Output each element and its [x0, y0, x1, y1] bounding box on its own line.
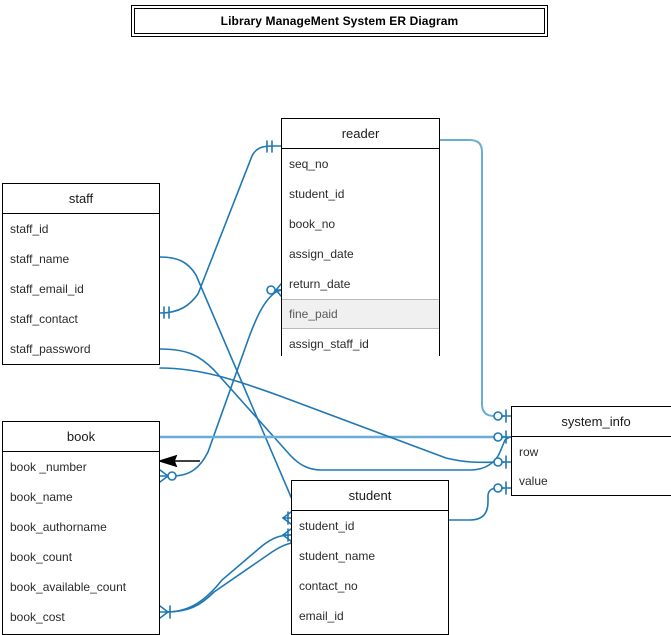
attribute-row[interactable]: book _number [3, 452, 159, 482]
entity-student-title: student [292, 481, 448, 511]
attribute-row[interactable]: book_authorname [3, 512, 159, 542]
entity-reader-attributes: seq_no student_id book_no assign_date re… [282, 149, 439, 359]
attribute-row[interactable]: book_no [282, 209, 439, 239]
entity-staff-attributes: staff_id staff_name staff_email_id staff… [3, 214, 159, 364]
attribute-row[interactable]: staff_password [3, 334, 159, 364]
entity-reader-title: reader [282, 119, 439, 149]
entity-book-title: book [3, 422, 159, 452]
link-book-reader [171, 289, 282, 477]
marker-staff-one-one [163, 306, 170, 319]
pointer-arrow-book-number [157, 454, 200, 468]
marker-reader-one-one [266, 140, 273, 153]
attribute-row[interactable]: assign_staff_id [282, 329, 439, 359]
link-staff-student [159, 256, 301, 519]
attribute-row[interactable]: contact_no [292, 571, 448, 601]
attribute-row[interactable]: student_name [292, 541, 448, 571]
diagram-title-banner: Library ManageMent System ER Diagram [131, 5, 548, 37]
marker-book-many-one [159, 605, 171, 619]
attribute-row[interactable]: staff_id [3, 214, 159, 244]
marker-student-many-name [281, 528, 292, 542]
marker-system-info-zero-one-4 [493, 481, 512, 495]
attribute-row[interactable]: book_count [3, 542, 159, 572]
page-title: Library ManageMent System ER Diagram [220, 14, 459, 28]
link-book-student-curve [165, 534, 292, 613]
attribute-row[interactable]: staff_email_id [3, 274, 159, 304]
attribute-row[interactable]: email_id [292, 601, 448, 631]
attribute-row[interactable]: book_name [3, 482, 159, 512]
attribute-row[interactable]: staff_contact [3, 304, 159, 334]
diagram-title-inner: Library ManageMent System ER Diagram [134, 8, 545, 34]
attribute-row[interactable]: student_id [292, 511, 448, 541]
attribute-row[interactable]: return_date [282, 269, 439, 299]
attribute-row[interactable]: staff_name [3, 244, 159, 274]
entity-reader[interactable]: reader seq_no student_id book_no assign_… [281, 118, 440, 359]
entity-staff[interactable]: staff staff_id staff_name staff_email_id… [2, 183, 160, 365]
link-book-student [165, 541, 303, 613]
link-reader-system-info [439, 139, 505, 417]
marker-system-info-zero-one-2 [493, 430, 512, 444]
link-staff-reader [159, 145, 282, 314]
marker-system-info-zero-one-1 [493, 409, 512, 423]
entity-system-info-title: system_info [512, 407, 671, 437]
entity-book[interactable]: book book _number book_name book_authorn… [2, 421, 160, 635]
marker-system-info-zero-one-3 [493, 455, 512, 469]
entity-system-info[interactable]: system_info row value [511, 406, 671, 496]
entity-book-attributes: book _number book_name book_authorname b… [3, 452, 159, 632]
entity-student[interactable]: student student_id student_name contact_… [291, 480, 449, 635]
attribute-row[interactable]: book_available_count [3, 572, 159, 602]
attribute-row[interactable]: seq_no [282, 149, 439, 179]
marker-reader-zero-many [266, 283, 282, 297]
attribute-row-highlighted[interactable]: fine_paid [282, 299, 439, 329]
attribute-row[interactable]: value [512, 466, 671, 495]
attribute-row[interactable]: assign_date [282, 239, 439, 269]
marker-book-many-zero [159, 469, 177, 483]
marker-student-many-id [281, 511, 292, 525]
link-staff-student-name [159, 348, 512, 471]
entity-staff-title: staff [3, 184, 159, 214]
entity-system-info-attributes: row value [512, 437, 671, 495]
link-staff-system-info [159, 367, 505, 464]
attribute-row[interactable]: book_cost [3, 602, 159, 632]
link-student-system-info [448, 487, 505, 521]
attribute-row[interactable]: student_id [282, 179, 439, 209]
attribute-row[interactable]: row [512, 437, 671, 466]
entity-student-attributes: student_id student_name contact_no email… [292, 511, 448, 631]
